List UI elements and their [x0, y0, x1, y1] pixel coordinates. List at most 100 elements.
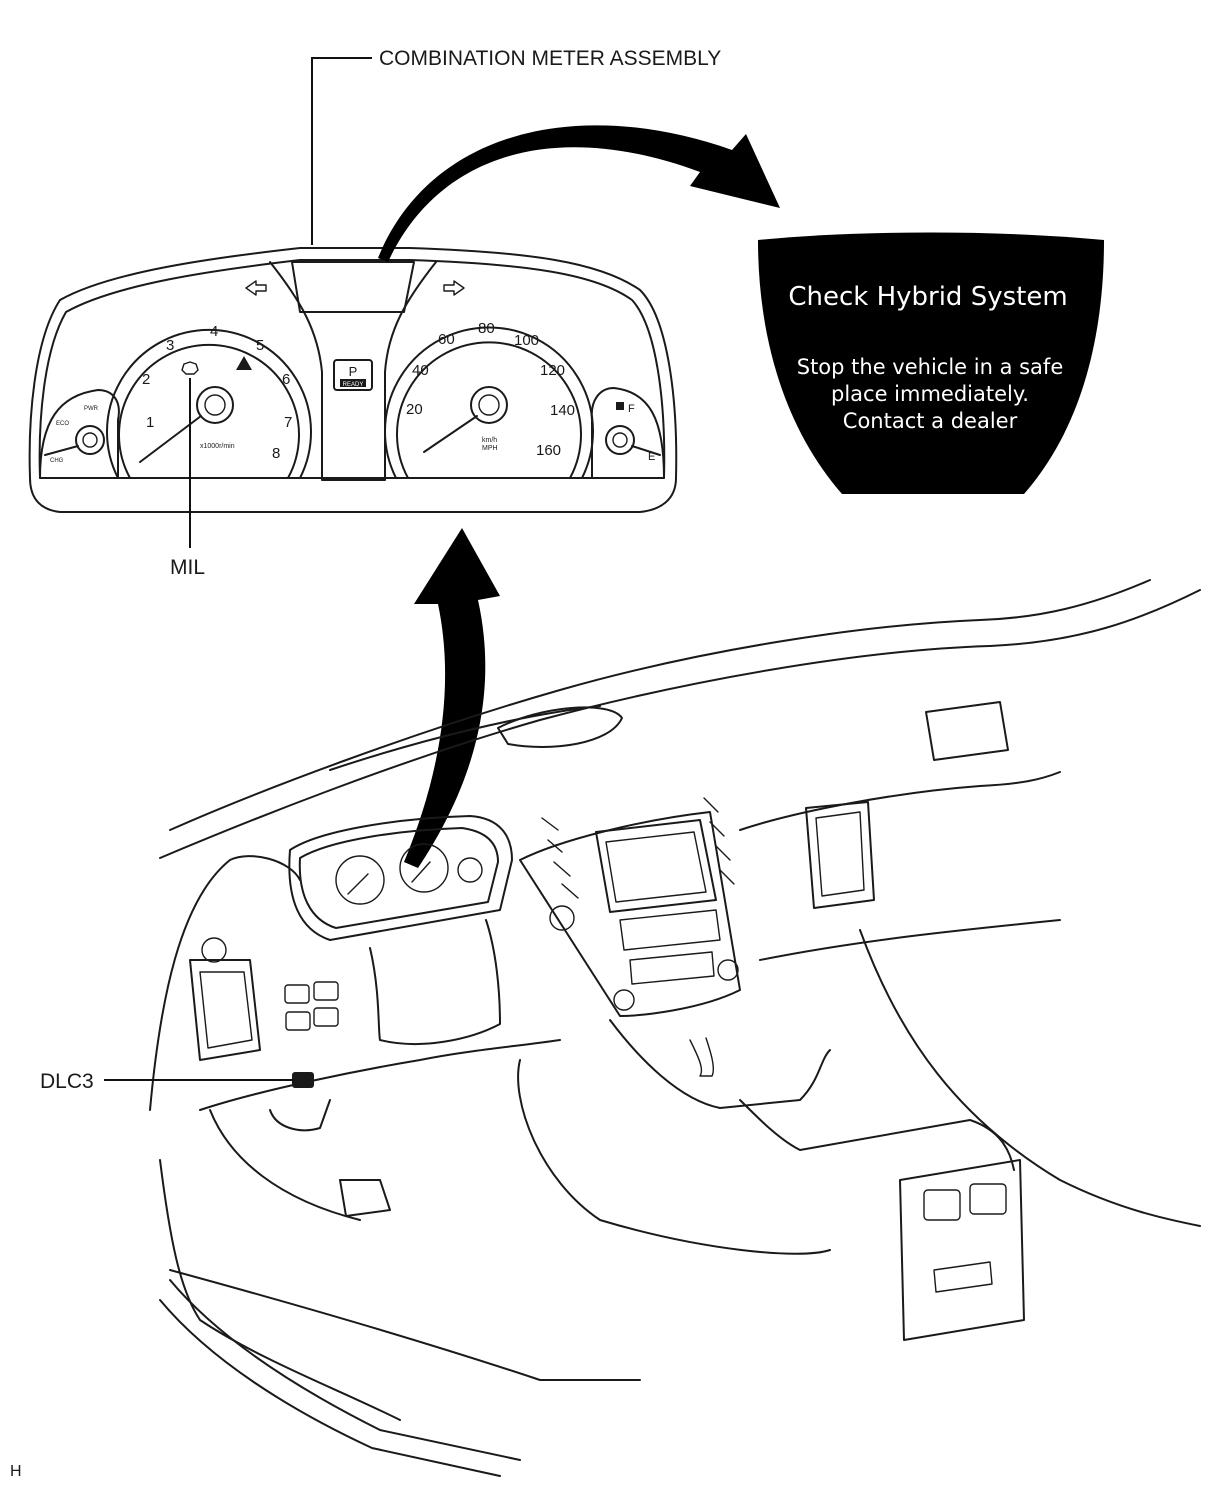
cluster-arrow-shape	[404, 528, 500, 868]
corner-mark: H	[10, 1463, 22, 1480]
ready-indicator-bg	[340, 379, 366, 387]
dlc3-label: DLC3	[40, 1070, 94, 1093]
passenger-dash-lower-edge	[739, 771, 1061, 831]
power-meter: PWR ECO CHG	[39, 389, 120, 479]
hazard-knob	[613, 989, 635, 1011]
power-meter-eco: ECO	[56, 421, 69, 427]
dash-top-edge-inner	[159, 589, 1201, 859]
left-dash-side	[149, 855, 301, 1111]
left-vent	[201, 937, 227, 963]
left-ecu	[189, 959, 261, 1061]
rear-console	[899, 1159, 1025, 1341]
center-pillar	[269, 261, 437, 481]
armrest	[739, 1099, 1015, 1171]
accelerator-pedal	[339, 1179, 391, 1217]
passenger-ecu	[805, 801, 875, 909]
display-arrow	[378, 125, 780, 262]
tachometer: 1 2 3 4 5 6 7 8 x1000r/min	[106, 323, 312, 479]
meter-hood	[288, 815, 513, 941]
door-sill-lower	[159, 1299, 501, 1477]
fuel-full-label: F	[628, 403, 635, 415]
rear-vent-1	[923, 1189, 961, 1221]
passenger-footwell	[859, 929, 1201, 1227]
center-stack	[519, 811, 741, 1017]
warning-display: Check Hybrid System Stop the vehicle in …	[758, 232, 1104, 494]
cluster-bezel	[38, 259, 666, 479]
passenger-vent	[925, 701, 1009, 761]
combination-meter-callout: COMBINATION METER ASSEMBLY	[311, 47, 721, 245]
tach-tick-7: 7	[284, 414, 292, 431]
floor-carpet-edge	[169, 1269, 641, 1381]
shift-indicator-box	[333, 359, 373, 391]
center-display-window	[291, 261, 415, 313]
power-meter-pwr: PWR	[84, 406, 99, 412]
speed-tick-140: 140	[550, 402, 575, 419]
shifter-console	[609, 1019, 831, 1109]
tach-tick-2: 2	[142, 371, 150, 388]
dashboard-interior	[149, 579, 1201, 1477]
cluster-housing	[28, 247, 678, 513]
tach-tick-5: 5	[256, 337, 264, 354]
combination-meter-leader	[311, 57, 372, 245]
fuel-pump-icon	[616, 402, 624, 410]
dash-top-edge	[169, 579, 1151, 831]
fuel-empty-label: E	[648, 451, 655, 463]
glovebox-edge	[759, 919, 1061, 961]
meter-hood-inner	[298, 827, 499, 929]
dlc3-callout: DLC3	[40, 1070, 294, 1093]
speed-tick-160: 160	[536, 442, 561, 459]
warning-display-line3: Contact a dealer	[843, 409, 1018, 433]
cluster-arrow	[404, 528, 500, 868]
defroster-strip	[329, 705, 601, 771]
mini-fuel	[457, 857, 483, 883]
speed-tick-60: 60	[438, 331, 455, 348]
warning-triangle-icon	[236, 356, 252, 370]
warning-display-bg	[758, 232, 1104, 494]
navigation-screen	[595, 819, 717, 913]
audio-panel	[629, 951, 715, 985]
console-left-side	[517, 1059, 831, 1255]
left-switch-1	[284, 984, 310, 1004]
center-vent-left	[541, 817, 579, 899]
tach-tick-3: 3	[166, 337, 174, 354]
speed-tick-120: 120	[540, 362, 565, 379]
engine-check-icon	[181, 361, 199, 375]
mini-speedo	[399, 843, 449, 893]
dlc3-connector	[292, 1072, 314, 1088]
left-switch-4	[313, 1007, 339, 1027]
left-switch-2	[313, 981, 339, 1001]
fuel-gauge: F E	[590, 387, 665, 479]
warning-display-line1: Stop the vehicle in a safe	[797, 355, 1064, 379]
warning-display-title: Check Hybrid System	[788, 282, 1067, 312]
speedometer-needle	[423, 415, 478, 453]
climate-panel	[619, 909, 721, 951]
ready-indicator-text: READY	[343, 382, 364, 388]
tach-tick-4: 4	[210, 323, 218, 340]
speed-tick-80: 80	[478, 320, 495, 337]
speed-unit-kmh: km/h	[482, 437, 497, 444]
driver-floor-edge	[159, 1159, 401, 1421]
speed-tick-20: 20	[406, 401, 423, 418]
power-meter-chg: CHG	[50, 458, 64, 464]
rear-outlet	[933, 1261, 993, 1293]
left-switch-3	[285, 1011, 311, 1031]
speed-unit-mph: MPH	[482, 445, 498, 452]
mil-callout: MIL	[170, 378, 205, 579]
speed-tick-40: 40	[412, 362, 429, 379]
mil-label: MIL	[170, 556, 205, 579]
speed-tick-100: 100	[514, 332, 539, 349]
combination-meter-cluster: P READY 1 2 3 4 5 6 7 8 x1000r/min	[28, 247, 678, 513]
shift-indicator-gear: P	[349, 364, 358, 379]
tune-knob	[717, 959, 739, 981]
steering-column-cover	[369, 919, 501, 1045]
dash-speaker	[497, 706, 623, 748]
turn-right-arrow-icon	[443, 280, 465, 296]
pedal-area	[209, 1109, 361, 1221]
tach-tick-8: 8	[272, 445, 280, 462]
tach-tick-6: 6	[282, 371, 290, 388]
mini-tach	[335, 855, 385, 905]
door-sill	[169, 1279, 521, 1461]
lower-dash-edge	[199, 1039, 561, 1111]
tach-tick-1: 1	[146, 414, 154, 431]
